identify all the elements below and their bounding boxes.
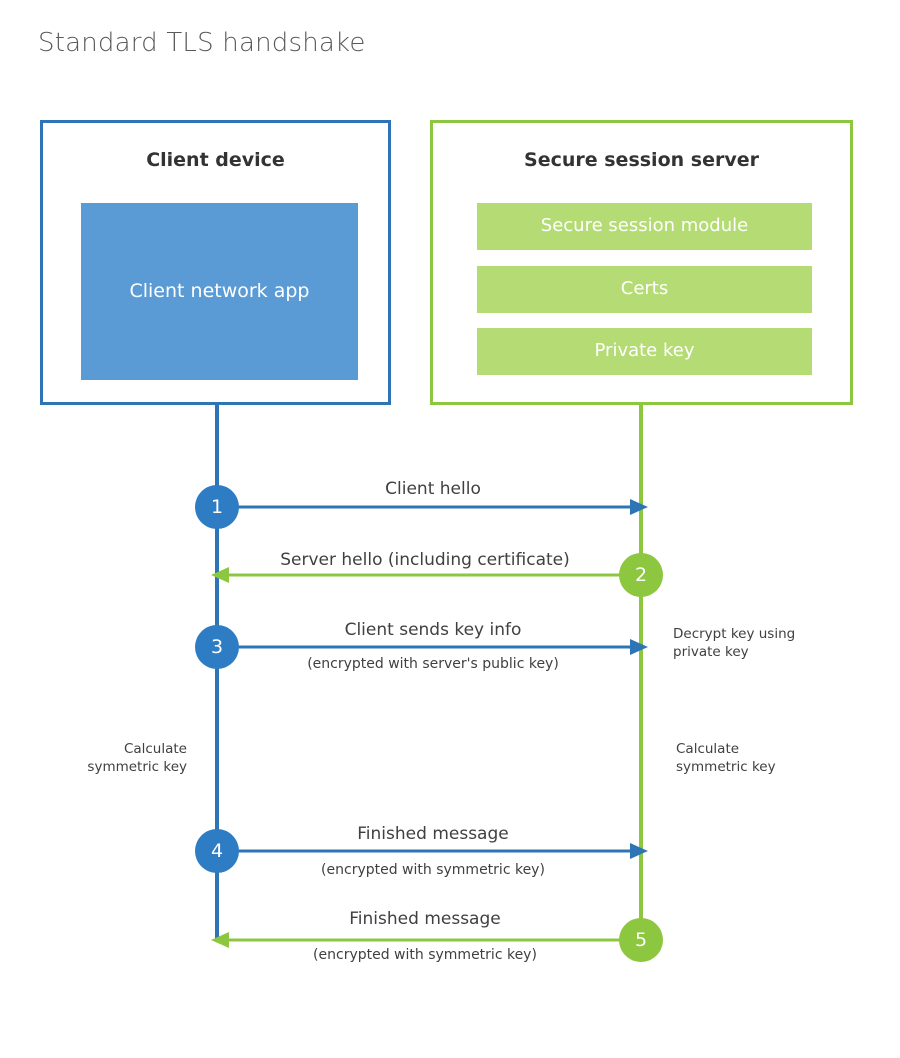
client-device-title: Client device bbox=[146, 149, 285, 171]
step-5-arrow bbox=[211, 932, 641, 948]
page-title: Standard TLS handshake bbox=[38, 28, 366, 58]
step-3-circle bbox=[195, 625, 239, 669]
step-3-number: 3 bbox=[210, 636, 224, 658]
step-1-label: Client hello bbox=[385, 479, 481, 499]
client-network-app-block: Client network app bbox=[81, 203, 358, 380]
step-3-label: Client sends key info bbox=[344, 620, 522, 640]
step-5-label: Finished message bbox=[349, 909, 501, 929]
server-calculate-note-line-2: symmetric key bbox=[676, 759, 776, 776]
step-1-circle bbox=[195, 485, 239, 529]
server-calculate-note-line-1: Calculate bbox=[676, 741, 740, 757]
step-3-arrow bbox=[217, 639, 648, 655]
step-2-circle bbox=[619, 553, 663, 597]
step-2-arrow bbox=[211, 567, 641, 583]
server-decrypt-note-line-1: Decrypt key using bbox=[673, 626, 796, 642]
step-4-number: 4 bbox=[210, 840, 224, 862]
step-2-label: Server hello (including certificate) bbox=[280, 550, 570, 570]
secure-session-server-box: Secure session server Secure session mod… bbox=[430, 120, 853, 405]
step-1-arrow bbox=[217, 499, 648, 515]
step-4-circle bbox=[195, 829, 239, 873]
client-calculate-symmetric-key-note: Calculate symmetric key bbox=[20, 740, 187, 776]
step-5-sublabel: (encrypted with symmetric key) bbox=[313, 947, 537, 963]
step-4-sublabel: (encrypted with symmetric key) bbox=[321, 862, 545, 878]
certs-block: Certs bbox=[477, 266, 812, 313]
step-4-label: Finished message bbox=[357, 824, 509, 844]
step-4-arrow bbox=[217, 843, 648, 859]
server-decrypt-note-line-2: private key bbox=[673, 644, 749, 661]
private-key-block: Private key bbox=[477, 328, 812, 375]
step-5-number: 5 bbox=[634, 929, 648, 951]
client-calculate-note-line-2: symmetric key bbox=[87, 759, 187, 776]
server-decrypt-note: Decrypt key using private key bbox=[673, 625, 795, 661]
step-3-sublabel: (encrypted with server's public key) bbox=[307, 656, 559, 672]
step-2-number: 2 bbox=[634, 564, 648, 586]
client-device-box: Client device Client network app bbox=[40, 120, 391, 405]
server-calculate-symmetric-key-note: Calculate symmetric key bbox=[676, 740, 776, 776]
step-1-number: 1 bbox=[210, 496, 224, 518]
step-5-circle bbox=[619, 918, 663, 962]
secure-session-server-title: Secure session server bbox=[524, 149, 759, 171]
client-calculate-note-line-1: Calculate bbox=[123, 741, 187, 757]
secure-session-module-block: Secure session module bbox=[477, 203, 812, 250]
